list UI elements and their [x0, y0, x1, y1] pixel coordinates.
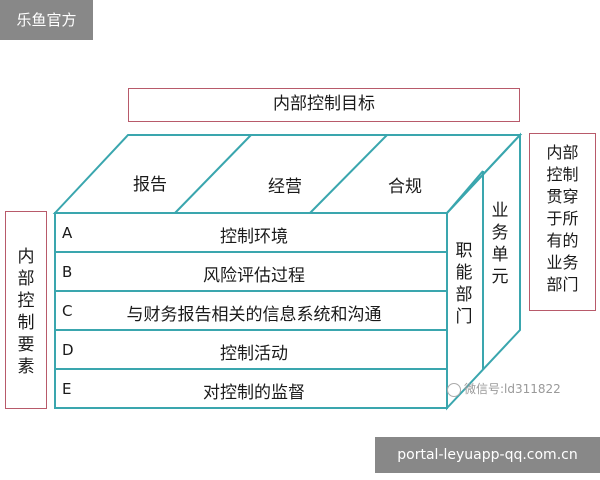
- left-box-char: 素: [17, 357, 35, 377]
- right-box-line: 有的: [546, 231, 579, 250]
- side-functional-char: 职: [455, 241, 473, 261]
- goal-title-box: 内部控制目标: [128, 88, 520, 122]
- right-box-line: 内部: [546, 143, 579, 162]
- row-label-e: 对控制的监督: [203, 383, 305, 403]
- row-letter-b: B: [62, 263, 73, 281]
- side-functional-char: 能: [455, 263, 473, 283]
- side-label-functional: 职 能 部 门: [452, 240, 476, 328]
- right-box-line: 贯穿: [546, 187, 579, 206]
- side-business-char: 务: [491, 223, 509, 243]
- left-box-char: 控: [17, 291, 35, 311]
- row-letter-d: D: [62, 341, 74, 359]
- right-box-line: 部门: [546, 275, 579, 294]
- row-letter-e: E: [62, 380, 72, 398]
- wechat-icon: [447, 382, 461, 397]
- top-label-report: 报告: [133, 175, 167, 195]
- left-box-char: 要: [17, 335, 35, 355]
- right-note-box: 内部 控制 贯穿 于所 有的 业务 部门: [529, 133, 596, 311]
- left-box-char: 部: [17, 269, 35, 289]
- side-business-char: 业: [491, 201, 509, 221]
- side-business-char: 单: [491, 245, 509, 265]
- row-label-a: 控制环境: [220, 227, 288, 247]
- left-elements-box: 内 部 控 制 要 素: [5, 211, 47, 409]
- top-label-compliance: 合规: [388, 177, 422, 197]
- left-box-char: 内: [17, 247, 35, 267]
- top-label-operation: 经营: [268, 177, 302, 197]
- watermark-top-left: 乐鱼官方: [0, 0, 93, 40]
- side-functional-char: 部: [455, 285, 473, 305]
- wechat-text: 微信号:ld311822: [464, 382, 561, 396]
- row-label-c: 与财务报告相关的信息系统和沟通: [126, 305, 382, 325]
- wechat-label: 微信号:ld311822: [447, 380, 561, 397]
- side-business-char: 元: [491, 267, 509, 287]
- row-letter-a: A: [62, 224, 73, 242]
- side-label-business: 业 务 单 元: [488, 200, 512, 288]
- right-box-line: 于所: [546, 209, 579, 228]
- cube-side-face: [446, 132, 521, 411]
- right-box-line: 控制: [546, 165, 579, 184]
- row-label-d: 控制活动: [220, 344, 288, 364]
- watermark-bottom-right: portal-leyuapp-qq.com.cn: [375, 437, 600, 473]
- row-letter-c: C: [62, 302, 73, 320]
- side-functional-char: 门: [455, 307, 473, 327]
- right-box-line: 业务: [546, 253, 579, 272]
- row-label-b: 风险评估过程: [203, 266, 305, 286]
- top-divider-1: [174, 134, 252, 214]
- top-divider-2: [309, 134, 388, 214]
- left-box-char: 制: [17, 313, 35, 333]
